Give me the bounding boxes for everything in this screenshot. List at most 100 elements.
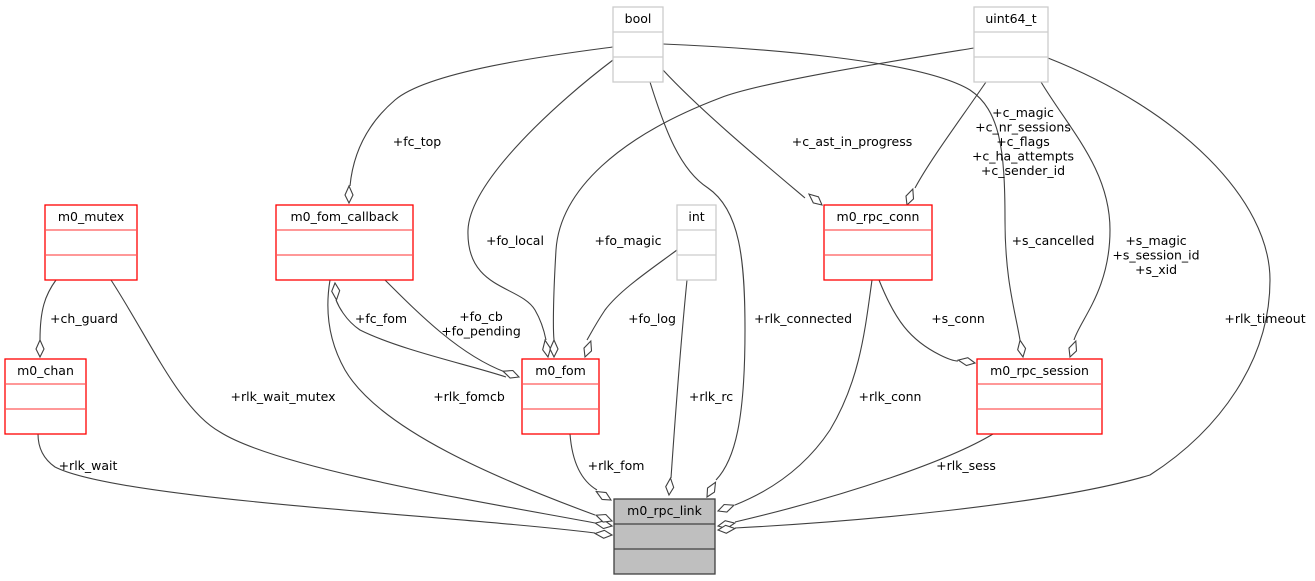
class-box [612, 6, 664, 83]
class-name: m0_fom_callback [290, 209, 399, 224]
member-name: +fo_log [628, 311, 676, 326]
edge-label: +rlk_timeout [1224, 311, 1305, 326]
member-name: +c_magic [992, 105, 1054, 120]
class-box [613, 498, 716, 575]
aggregation-diamond-icon [716, 503, 736, 513]
aggregation-diamond-icon [549, 338, 559, 359]
edge-line [39, 279, 57, 341]
member-name: +c_ha_attempts [972, 149, 1074, 164]
class-node-int[interactable]: int [676, 204, 717, 281]
edge-label: +fo_cb+fo_pending [441, 309, 521, 339]
edge-label: +s_cancelled [1012, 233, 1095, 248]
member-name: +s_magic [1125, 233, 1186, 248]
edge-label: +fc_fom [355, 311, 407, 326]
edge-label: +ch_guard [50, 311, 118, 326]
class-node-m0_rpc_session[interactable]: m0_rpc_session [976, 358, 1103, 435]
class-node-bool[interactable]: bool [612, 6, 664, 83]
edge-bool-to-m0_rpc_link [649, 81, 746, 499]
edge-line [110, 279, 596, 524]
aggregation-diamond-icon [344, 184, 354, 205]
aggregation-diamond-icon [331, 281, 341, 302]
edge-line [586, 249, 678, 341]
edge-m0_fom_callback-to-m0_fom [384, 279, 521, 379]
edge-label: +c_ast_in_progress [792, 134, 913, 149]
class-name: bool [625, 11, 652, 26]
class-box [44, 204, 138, 281]
class-name: m0_rpc_session [990, 363, 1089, 378]
edge-labels-layer: +fc_top+fo_local+fo_magic+c_ast_in_progr… [50, 105, 1306, 473]
class-node-m0_rpc_conn[interactable]: m0_rpc_conn [823, 204, 933, 281]
edge-line [349, 46, 614, 187]
class-name: uint64_t [985, 11, 1036, 26]
member-name: +fc_fom [355, 311, 407, 326]
class-node-m0_mutex[interactable]: m0_mutex [44, 204, 138, 281]
aggregation-diamond-icon [807, 193, 823, 206]
edge-label: +rlk_rc [689, 389, 733, 404]
edge-line [878, 279, 959, 362]
edge-uint64_t-to-m0_fom [549, 47, 975, 359]
class-node-uint64_t[interactable]: uint64_t [973, 6, 1049, 83]
aggregation-diamond-icon [1068, 339, 1078, 359]
member-name: +fo_cb [459, 309, 503, 324]
edge-m0_fom_callback-to-m0_rpc_link [327, 279, 614, 523]
class-box [976, 358, 1103, 435]
edge-m0_chan-to-m0_rpc_link [37, 433, 614, 539]
aggregation-diamond-icon [593, 520, 614, 530]
edge-m0_rpc_session-to-m0_rpc_link [716, 433, 994, 530]
edge-label: +rlk_conn [859, 389, 922, 404]
edge-label: +fo_log [628, 311, 676, 326]
member-name: +s_conn [931, 311, 985, 326]
edge-label: +fc_top [393, 134, 442, 149]
class-name: m0_chan [17, 363, 74, 378]
member-name: +rlk_fom [588, 458, 645, 473]
class-box [823, 204, 933, 281]
edge-m0_fom-to-m0_fom_callback [331, 281, 507, 378]
aggregation-diamond-icon [665, 476, 675, 497]
aggregation-diamond-icon [593, 529, 614, 539]
aggregation-diamond-icon [706, 481, 717, 499]
class-box [973, 6, 1049, 83]
edge-line [552, 47, 975, 341]
aggregation-diamond-icon [956, 357, 977, 367]
member-name: +rlk_fomcb [433, 389, 505, 404]
class-node-m0_fom_callback[interactable]: m0_fom_callback [275, 204, 414, 281]
member-name: +s_session_id [1112, 248, 1199, 263]
class-name: m0_rpc_conn [837, 209, 920, 224]
class-name: int [688, 209, 704, 224]
edge-line [37, 433, 596, 534]
edge-line [914, 81, 987, 189]
edge-label: +s_conn [931, 311, 985, 326]
aggregation-diamond-icon [595, 490, 613, 501]
edge-line [335, 299, 507, 378]
edge-label: +rlk_wait [59, 458, 118, 473]
edge-label: +rlk_wait_mutex [231, 389, 336, 404]
class-node-m0_fom[interactable]: m0_fom [521, 358, 600, 435]
member-name: +rlk_timeout [1224, 311, 1305, 326]
edge-bool-to-m0_fom [467, 59, 614, 359]
edge-line [327, 279, 596, 516]
aggregation-diamond-icon [594, 513, 614, 523]
edge-m0_fom-to-m0_rpc_link [569, 433, 613, 501]
member-name: +c_sender_id [981, 163, 1065, 178]
class-box [275, 204, 414, 281]
class-node-m0_chan[interactable]: m0_chan [4, 358, 87, 435]
aggregation-diamond-icon [501, 369, 521, 379]
member-name: +ch_guard [50, 311, 118, 326]
edge-line [734, 57, 1271, 529]
class-name: m0_rpc_link [627, 503, 702, 518]
edges-layer [35, 43, 1271, 539]
edge-line [649, 81, 746, 481]
member-name: +rlk_conn [859, 389, 922, 404]
edge-label: +s_magic+s_session_id+s_xid [1112, 233, 1199, 277]
class-name: m0_mutex [58, 209, 124, 224]
edge-label: +fo_magic [595, 233, 662, 248]
aggregation-diamond-icon [35, 338, 45, 359]
aggregation-diamond-icon [583, 339, 593, 359]
class-node-m0_rpc_link[interactable]: m0_rpc_link [613, 498, 716, 575]
member-name: +rlk_wait_mutex [231, 389, 336, 404]
edge-line [670, 279, 688, 479]
member-name: +c_flags [996, 134, 1050, 149]
aggregation-diamond-icon [716, 524, 737, 534]
edge-uint64_t-to-m0_rpc_conn [905, 81, 987, 207]
